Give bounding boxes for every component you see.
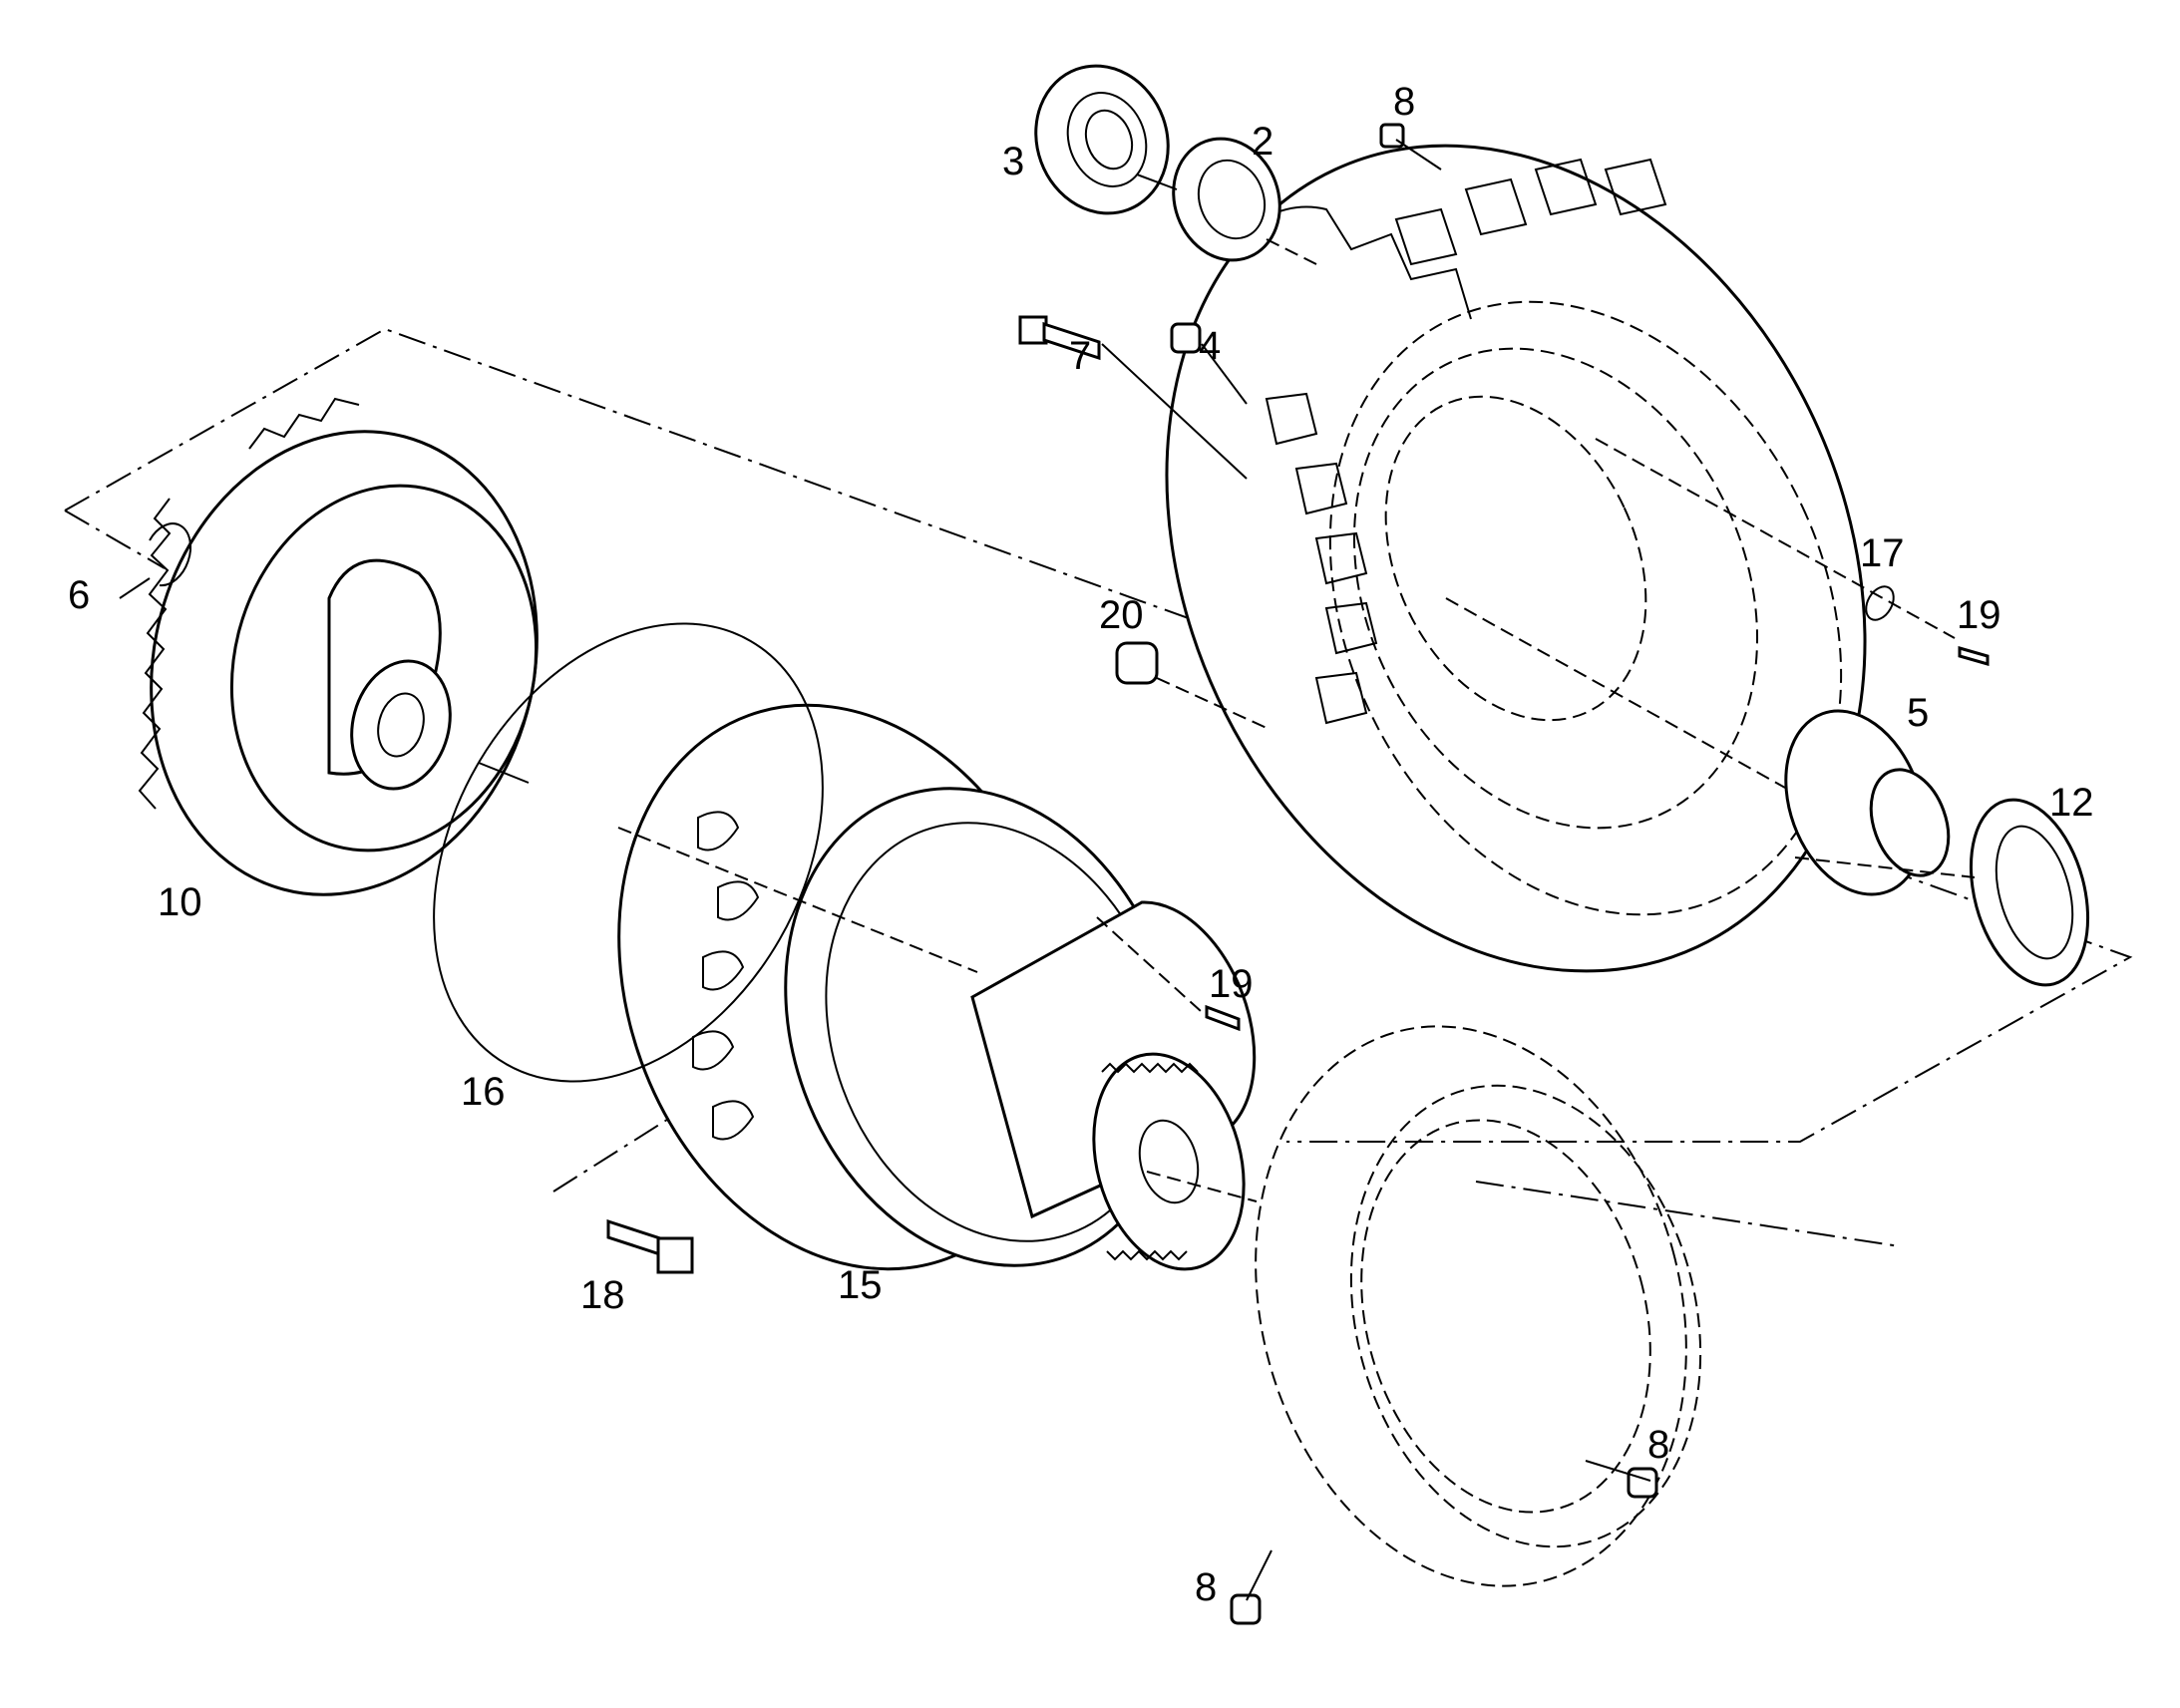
bearing-cone [1784, 709, 1951, 896]
callout-12: 12 [2049, 781, 2094, 825]
callout-3: 3 [1002, 140, 1024, 183]
plug-4 [1170, 322, 1202, 354]
pin-19-center [1205, 1004, 1241, 1032]
bearing-3 [1034, 64, 1170, 215]
callout-4: 4 [1199, 324, 1221, 368]
callout-7: 7 [1069, 334, 1091, 378]
plug-8-bottom [1230, 1593, 1262, 1625]
seal-ring [1255, 1025, 1702, 1587]
callout-6: 6 [68, 573, 90, 617]
callout-19-center: 19 [1209, 962, 1254, 1006]
leader-lines [119, 139, 1976, 1601]
bearing-2 [1172, 137, 1281, 262]
callout-16: 16 [461, 1070, 506, 1114]
callout-2: 2 [1252, 120, 1273, 164]
callout-8-bottom: 8 [1195, 1565, 1217, 1609]
plug-8-top [1379, 123, 1405, 149]
o-ring-17 [1865, 585, 1895, 621]
bearing-12 [1969, 798, 2090, 987]
axis-line-left [64, 510, 166, 569]
circlip-6 [149, 522, 192, 587]
large-gear [138, 397, 539, 896]
callout-5: 5 [1907, 691, 1929, 735]
callout-20: 20 [1099, 593, 1144, 637]
callouts: 3 2 8 7 4 6 20 17 19 5 12 10 19 16 18 15… [68, 80, 2094, 1609]
pin-19-right [1958, 646, 1990, 666]
callout-8: 8 [1393, 80, 1415, 124]
bearing-axis [1136, 173, 1178, 190]
bolt-7 [1018, 315, 1101, 361]
callout-10: 10 [158, 880, 202, 924]
callout-17: 17 [1860, 531, 1905, 575]
axis-line [1475, 1181, 1901, 1247]
callout-19: 19 [1957, 593, 2001, 637]
callout-18: 18 [580, 1273, 625, 1317]
plug-20 [1115, 641, 1159, 685]
plug-8-right [1627, 1467, 1658, 1499]
housing [1165, 144, 1867, 973]
callout-15: 15 [838, 1263, 883, 1307]
assembly-boundary [64, 327, 2133, 1143]
output-gear [1092, 1052, 1246, 1271]
bolt-18 [606, 1218, 694, 1274]
callout-8-right: 8 [1647, 1423, 1669, 1467]
o-ring [433, 622, 824, 1083]
